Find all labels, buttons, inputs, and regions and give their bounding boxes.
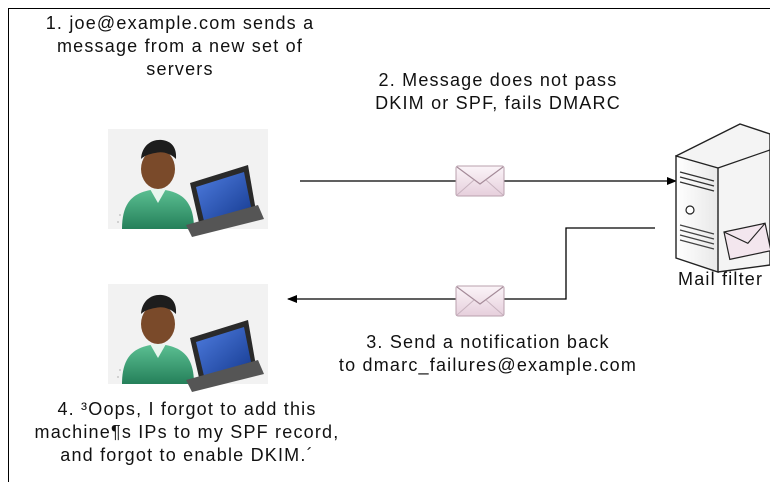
step-3-label: 3. Send a notification back to dmarc_fai… <box>318 331 658 377</box>
step-1-line-2: message from a new set of <box>56 36 304 56</box>
step-1-line-3: servers <box>146 59 214 79</box>
arrow-back-to-sender <box>287 227 655 303</box>
mail-filter-label: Mail filter <box>678 269 764 289</box>
frame-border-top <box>8 8 770 9</box>
mail-filter-server-icon <box>675 123 770 273</box>
step-2-line-2: DKIM or SPF, fails DMARC <box>375 93 621 113</box>
frame-border-left <box>8 8 9 482</box>
step-4-line-1: 4. ³Oops, I forgot to add this <box>57 399 317 419</box>
step-1-label: 1. joe@example.com sends a message from … <box>20 12 340 81</box>
step-4-line-3: and forgot to enable DKIM.´ <box>60 445 314 465</box>
step-4-label: 4. ³Oops, I forgot to add this machine¶s… <box>28 398 346 467</box>
step-3-line-1: 3. Send a notification back <box>366 332 610 352</box>
step-3-line-2: to dmarc_failures@example.com <box>338 355 638 375</box>
returning-envelope-icon <box>455 285 505 317</box>
outgoing-envelope-icon <box>455 165 505 197</box>
step-4-line-2: machine¶s IPs to my SPF record, <box>34 422 340 442</box>
sender-user-icon <box>108 129 268 237</box>
recipient-user-icon <box>108 284 268 392</box>
step-2-label: 2. Message does not pass DKIM or SPF, fa… <box>348 69 648 115</box>
step-2-line-1: 2. Message does not pass <box>378 70 618 90</box>
step-1-line-1: 1. joe@example.com sends a <box>45 13 315 33</box>
